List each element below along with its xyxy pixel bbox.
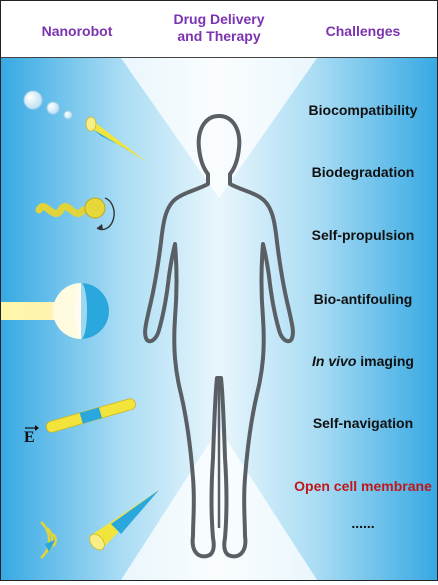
cone-blue xyxy=(94,130,147,162)
cone-opening-2 xyxy=(89,533,105,551)
challenge-biodegradation: Biodegradation xyxy=(311,164,415,180)
helical-robot xyxy=(35,197,115,231)
field-label-e: E xyxy=(24,429,35,446)
electric-field-nanowire-robot: E xyxy=(24,398,136,446)
header-nanorobot: Nanorobot xyxy=(41,23,113,39)
diagram-panel: E Biocompatibility xyxy=(1,58,437,580)
header-drug-line2: and Therapy xyxy=(177,28,261,44)
human-body-outline xyxy=(143,114,295,559)
acoustic-wave-3 xyxy=(40,521,51,559)
bubble-propelled-cone-robot xyxy=(23,90,147,162)
acoustic-wave-1 xyxy=(52,533,57,547)
challenge-open-cell-membrane: Open cell membrane xyxy=(294,478,432,494)
diagram-graphic: E xyxy=(1,58,437,580)
janus-edge xyxy=(75,283,87,339)
cone-blue-2 xyxy=(111,490,159,534)
nanowire xyxy=(45,398,136,433)
field-vector-arrowhead xyxy=(35,425,39,431)
in-vivo-italic: In vivo xyxy=(312,353,357,369)
challenge-ellipsis: ...... xyxy=(351,515,375,531)
helix-head xyxy=(84,197,106,219)
header-challenges: Challenges xyxy=(325,23,401,39)
header-row: Nanorobot Drug Delivery and Therapy Chal… xyxy=(1,1,437,58)
challenge-biocompatibility: Biocompatibility xyxy=(308,102,418,118)
small-cone xyxy=(45,540,55,552)
challenge-in-vivo-imaging: In vivo imaging xyxy=(293,353,433,369)
imaging-text: imaging xyxy=(356,353,414,369)
header-drug-line1: Drug Delivery xyxy=(173,11,265,27)
bubble-medium xyxy=(46,101,60,115)
janus-blue-half xyxy=(81,283,109,339)
acoustic-cone-robot xyxy=(40,490,159,559)
bubble-small xyxy=(63,110,73,120)
cone-opening xyxy=(85,116,97,132)
top-light-cone xyxy=(121,58,317,198)
helix-tail xyxy=(35,203,87,217)
janus-sphere-robot xyxy=(1,283,109,339)
challenge-self-propulsion: Self-propulsion xyxy=(311,227,415,243)
cone-yellow xyxy=(89,118,147,162)
challenge-bio-antifouling: Bio-antifouling xyxy=(313,291,413,307)
bubble-large xyxy=(23,90,43,110)
challenge-self-navigation: Self-navigation xyxy=(312,415,414,431)
nanowire-segment xyxy=(79,407,102,424)
header-drug-delivery: Drug Delivery and Therapy xyxy=(151,11,287,45)
rotation-arrowhead xyxy=(97,224,103,230)
